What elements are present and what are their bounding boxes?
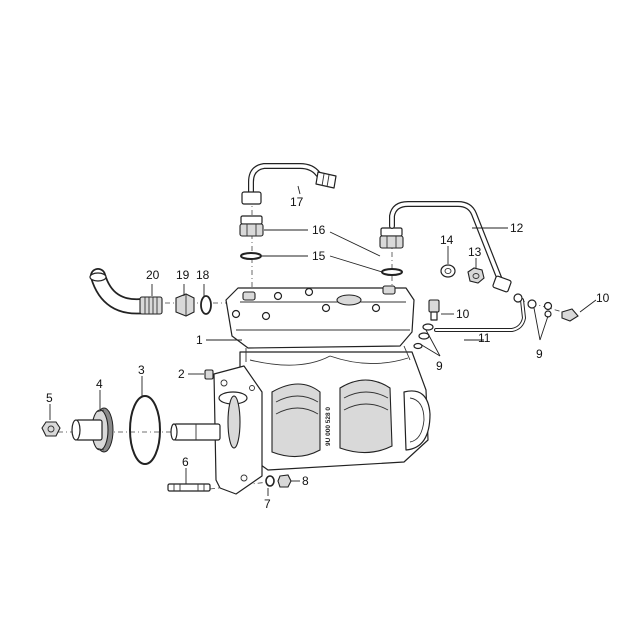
callout-4: 4 — [96, 377, 103, 391]
callout-2: 2 — [178, 367, 185, 381]
washer-7 — [265, 475, 275, 487]
callout-7: 7 — [264, 497, 271, 511]
callout-17: 17 — [290, 195, 304, 209]
body-stamp-text: 9U 000 528 0 — [325, 407, 332, 446]
hex-nut-5 — [41, 421, 61, 437]
callout-18: 18 — [196, 268, 210, 282]
callout-9-right: 9 — [536, 347, 543, 361]
callout-9: 9 — [436, 359, 443, 373]
pipe-fitting-16 — [239, 215, 404, 249]
callout-8: 8 — [302, 474, 309, 488]
callout-1: 1 — [196, 333, 203, 347]
hex-nut-19 — [175, 293, 195, 317]
callout-10: 10 — [456, 307, 470, 321]
callout-labels: 1 2 3 4 5 6 7 8 9 10 11 12 13 14 15 16 1… — [46, 195, 610, 511]
callout-20: 20 — [146, 268, 160, 282]
delivery-pipe-12 — [389, 201, 512, 293]
callout-16: 16 — [312, 223, 326, 237]
thin-tube-11 — [434, 293, 579, 332]
compressor-body — [170, 285, 431, 495]
callout-10-right: 10 — [596, 291, 610, 305]
washer-14 — [440, 264, 456, 278]
callout-19: 19 — [176, 268, 190, 282]
callout-11: 11 — [478, 331, 491, 345]
seal-ring-18 — [200, 295, 212, 315]
drive-gear-4 — [71, 407, 114, 453]
elbow-hose-20 — [89, 268, 163, 315]
callout-13: 13 — [468, 245, 482, 259]
screw-2 — [204, 369, 214, 380]
nut-8 — [277, 474, 292, 488]
callout-5: 5 — [46, 391, 53, 405]
stud-6 — [167, 483, 211, 492]
callout-3: 3 — [138, 363, 145, 377]
callout-6: 6 — [182, 455, 189, 469]
leader-lines — [49, 185, 597, 496]
hex-nut-13 — [467, 267, 485, 284]
discharge-pipe-upper — [241, 163, 337, 205]
callout-12: 12 — [510, 221, 524, 235]
callout-14: 14 — [440, 233, 454, 247]
banjo-bolt-10 — [413, 299, 440, 350]
o-ring-3 — [129, 395, 161, 465]
callout-15: 15 — [312, 249, 326, 263]
